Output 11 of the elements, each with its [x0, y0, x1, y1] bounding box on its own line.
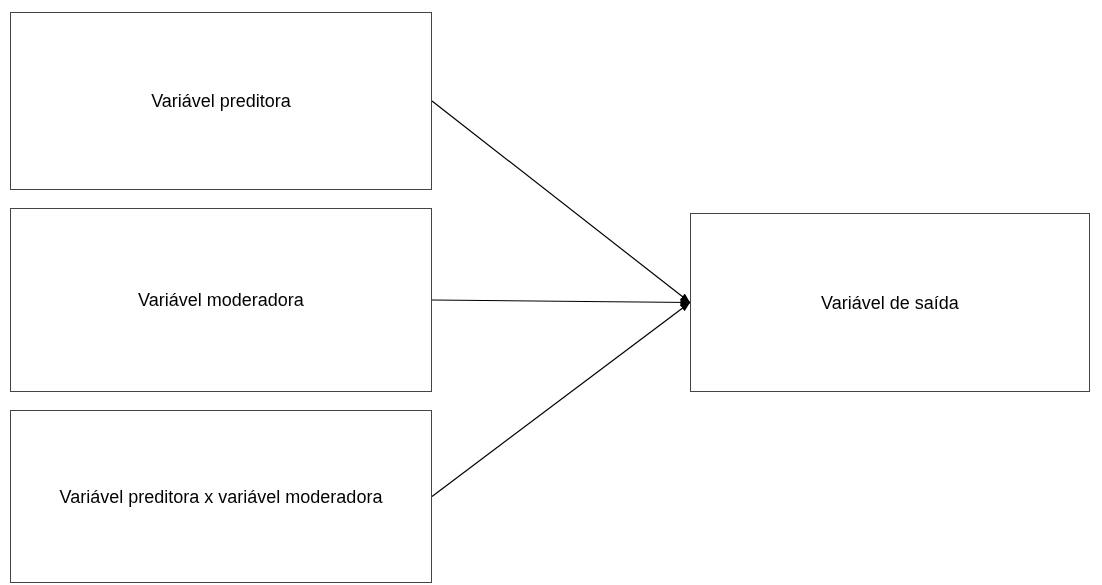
variable-box	[10, 12, 432, 190]
box-label: Variável de saída	[821, 291, 959, 315]
box-label: Variável preditora x variável moderadora	[59, 485, 383, 509]
variable-box	[10, 208, 432, 392]
arrow	[431, 100, 691, 304]
box-label: Variável preditora	[151, 90, 291, 113]
variable-box	[10, 410, 432, 583]
arrow	[431, 301, 691, 498]
box-label: Variável moderadora	[138, 289, 304, 312]
arrow	[431, 298, 691, 307]
variable-box	[690, 213, 1090, 392]
